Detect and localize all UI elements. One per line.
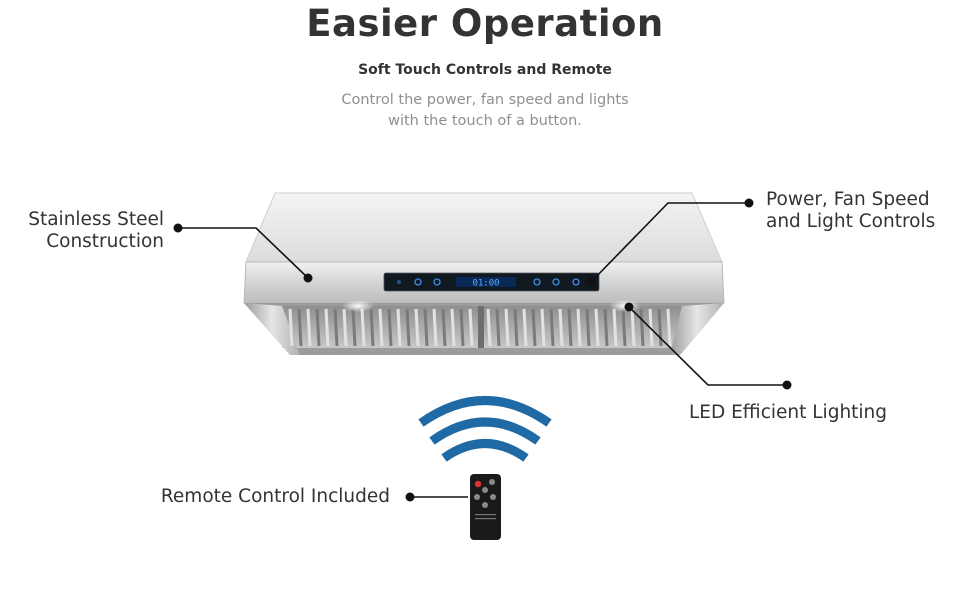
panel-button-icon: [533, 278, 541, 286]
callout-dot: [173, 223, 183, 233]
panel-button-icon: [414, 278, 422, 286]
baffle-stripe: [450, 308, 456, 347]
callout-stainless-line-2: Construction: [46, 231, 164, 252]
callout-dot: [782, 380, 792, 390]
baffle-stripe: [351, 308, 357, 347]
baffle-stripe: [522, 308, 528, 347]
panel-display-time: 01:00: [472, 279, 499, 289]
remote-button-icon: [490, 494, 496, 500]
callout-dot: [624, 302, 634, 312]
callout-dot: [586, 277, 596, 287]
callout-lighting: LED Efficient Lighting: [689, 402, 888, 423]
baffle-stripe: [639, 308, 645, 347]
baffle-stripe: [495, 308, 501, 347]
baffle-stripe: [324, 308, 330, 347]
baffle-stripe: [288, 308, 294, 347]
callout-dot: [405, 492, 415, 502]
panel-indicator-icon: [397, 280, 401, 284]
control-panel: 01:00: [383, 272, 600, 292]
baffle-stripe: [333, 308, 339, 347]
baffle-filters: [288, 306, 672, 348]
baffle-stripe: [297, 308, 303, 347]
callout-controls: Power, Fan Speed and Light Controls: [766, 189, 935, 233]
baffle-stripe: [513, 308, 519, 347]
page-title: Easier Operation: [306, 2, 664, 45]
baffle-stripe: [603, 308, 609, 347]
callout-lines: [178, 202, 787, 498]
baffle-stripe: [567, 308, 573, 347]
baffle-stripe: [306, 308, 312, 347]
power-button-icon: [572, 278, 580, 286]
baffle-stripe: [423, 308, 429, 347]
baffle-stripe: [558, 308, 564, 347]
baffle-stripe: [540, 308, 546, 347]
baffle-stripe: [405, 308, 411, 347]
baffle-stripe: [315, 308, 321, 347]
baffle-stripe: [585, 308, 591, 347]
remote-control: [470, 474, 501, 540]
baffle-stripe: [360, 308, 366, 347]
baffle-stripe: [396, 308, 402, 347]
callout-remote: Remote Control Included: [160, 486, 390, 507]
callout-dots: [173, 198, 792, 502]
baffle-stripe: [504, 308, 510, 347]
remote-power-button-icon: [474, 480, 482, 488]
panel-button-icon: [552, 278, 560, 286]
description-line-2: with the touch of a button.: [388, 113, 582, 129]
baffle-stripe: [378, 308, 384, 347]
page-subtitle: Soft Touch Controls and Remote: [358, 62, 612, 78]
baffle-stripe: [666, 308, 672, 347]
baffle-stripe: [432, 308, 438, 347]
baffle-stripe: [648, 308, 654, 347]
remote-button-icon: [489, 479, 495, 485]
remote-button-icon: [474, 494, 480, 500]
callout-controls-line-1: Power, Fan Speed: [766, 189, 930, 210]
baffle-stripe: [531, 308, 537, 347]
baffle-stripe: [342, 308, 348, 347]
wireless-signal-icon: [418, 396, 552, 462]
panel-display: [456, 277, 516, 287]
baffle-stripe: [549, 308, 555, 347]
baffle-stripe: [414, 308, 420, 347]
baffle-divider: [478, 306, 484, 348]
callout-stainless-line-1: Stainless Steel: [28, 209, 164, 230]
baffle-stripe: [468, 308, 474, 347]
description-line-1: Control the power, fan speed and lights: [341, 92, 629, 108]
baffle-stripe: [621, 308, 627, 347]
baffle-stripe: [594, 308, 600, 347]
baffle-stripe: [459, 308, 465, 347]
callout-line-controls: [590, 202, 749, 283]
callout-dot: [303, 273, 313, 283]
callout-controls-line-2: and Light Controls: [766, 211, 936, 232]
baffle-stripe: [576, 308, 582, 347]
callout-line-stainless: [178, 227, 309, 279]
baffle-stripe: [657, 308, 663, 347]
baffle-stripe: [369, 308, 375, 347]
baffle-stripe: [387, 308, 393, 347]
baffle-stripe: [441, 308, 447, 347]
callout-line-lighting: [628, 306, 787, 386]
baffle-stripe: [486, 308, 492, 347]
baffle-stripe: [630, 308, 636, 347]
callout-dot: [744, 198, 754, 208]
baffle-stripe: [612, 308, 618, 347]
remote-button-icon: [482, 487, 488, 493]
remote-button-icon: [482, 502, 488, 508]
callout-stainless-steel: Stainless Steel Construction: [28, 209, 164, 253]
page-description: Control the power, fan speed and lights …: [0, 90, 970, 132]
panel-button-icon: [433, 278, 441, 286]
